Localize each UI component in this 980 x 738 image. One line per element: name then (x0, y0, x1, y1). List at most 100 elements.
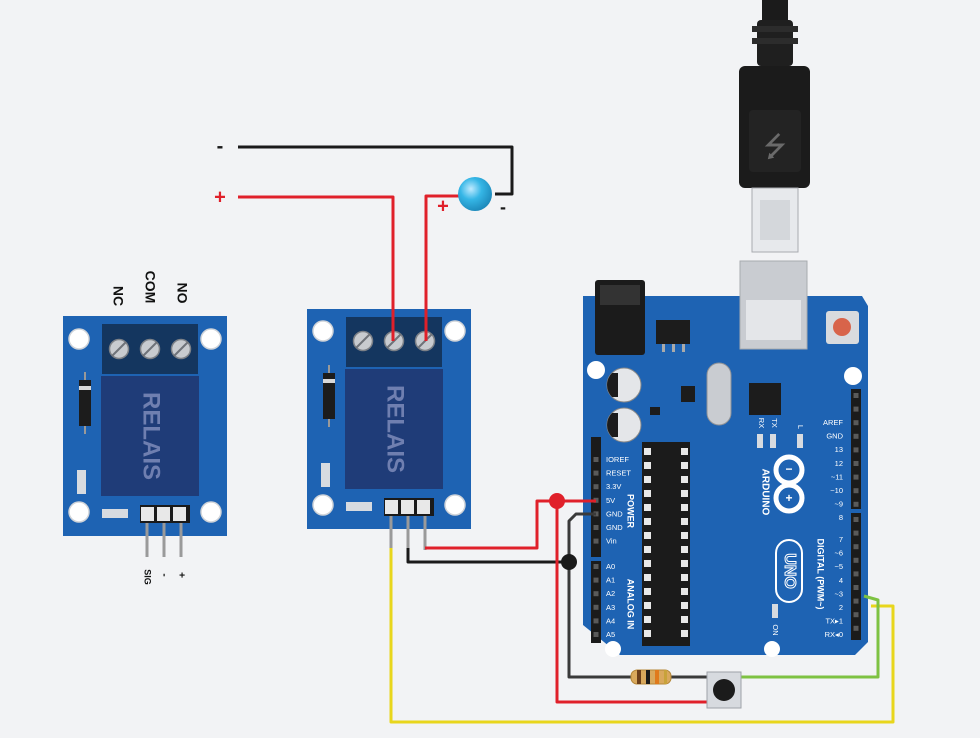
atmega-microcontroller (642, 442, 690, 646)
pin-label: IOREF (606, 455, 629, 464)
pin-label: GND (826, 432, 843, 441)
header-pin[interactable] (853, 420, 859, 426)
header-pin[interactable] (593, 618, 599, 624)
pin-label-minus: - (158, 573, 169, 576)
header-pin[interactable] (593, 577, 599, 583)
header-pin[interactable] (853, 447, 859, 453)
mount-hole (200, 328, 222, 350)
header-pin[interactable] (853, 488, 859, 494)
wires (238, 145, 895, 724)
wire-relay-gnd[interactable] (406, 548, 569, 564)
header-pin[interactable] (593, 484, 599, 490)
pin-label: 7 (839, 535, 843, 544)
wire-gnd-resistor[interactable] (567, 512, 707, 679)
header-pin[interactable] (853, 544, 859, 550)
push-button[interactable] (706, 671, 742, 709)
header-pin[interactable] (593, 604, 599, 610)
header-pin[interactable] (853, 501, 859, 507)
header-pin[interactable] (593, 591, 599, 597)
relay-body (101, 376, 199, 496)
pin-label-plus: + (175, 572, 186, 578)
header-pin[interactable] (853, 571, 859, 577)
mount-hole (312, 320, 334, 342)
smd-led (102, 509, 128, 518)
wire-led-positive[interactable] (424, 194, 464, 341)
supply-minus-label: - (217, 135, 224, 157)
header-pin[interactable] (853, 393, 859, 398)
arduino-uno-board[interactable]: RX TX L ON − + ARDUINO UNO POWER IOREFRE… (583, 260, 868, 657)
header-pin[interactable] (853, 461, 859, 466)
header-pin[interactable] (593, 457, 599, 462)
usb-symbol-icon: ⭍ (763, 130, 786, 163)
mount-hole (200, 501, 222, 523)
terminal-label-nc: NC (110, 286, 126, 306)
header-pin[interactable] (853, 433, 859, 439)
diode (323, 373, 335, 419)
pin-label: A5 (606, 630, 615, 639)
header-pin[interactable] (853, 557, 859, 563)
l-led-label: L (796, 425, 805, 429)
led-minus-label: - (500, 197, 506, 217)
led-body (458, 177, 492, 211)
header-pin[interactable] (853, 625, 859, 631)
mount-hole (764, 641, 780, 657)
header-pin[interactable] (593, 632, 599, 637)
wire-signal-d2[interactable] (389, 548, 895, 724)
header-pin[interactable] (853, 530, 859, 536)
chip-pins (644, 448, 688, 637)
on-led (772, 604, 778, 618)
header-pin[interactable] (593, 525, 599, 530)
diode (79, 380, 91, 426)
wire-5v-button[interactable] (555, 501, 707, 704)
tx-led (770, 434, 776, 448)
wire-relay-vcc[interactable] (425, 499, 596, 550)
pin-label: ~11 (831, 472, 843, 481)
header-pin[interactable] (853, 517, 859, 522)
mount-hole (844, 367, 862, 385)
mount-hole (605, 641, 621, 657)
analog-header-label: ANALOG IN (626, 579, 636, 630)
voltage-regulator (656, 320, 690, 344)
pin-label: A2 (606, 589, 615, 598)
smd-resistor (321, 463, 330, 487)
blue-led[interactable] (458, 177, 492, 211)
header-pin[interactable] (853, 585, 859, 590)
mount-hole (444, 494, 466, 516)
header-pin[interactable] (853, 598, 859, 604)
l-led (797, 434, 803, 448)
terminal-label-no: NO (174, 283, 190, 304)
power-header (591, 437, 601, 557)
wire-supply-negative[interactable] (238, 145, 514, 196)
rx-led (757, 434, 763, 448)
pin-label: ~6 (834, 549, 843, 558)
small-chip (681, 386, 695, 402)
terminal-label-com: COM (142, 271, 158, 304)
relay-label: RELAIS (138, 392, 165, 480)
junction-gnd (561, 554, 577, 570)
header-pin[interactable] (593, 538, 599, 544)
pin-label: A3 (606, 603, 615, 612)
led-plus-label: + (437, 195, 449, 217)
tx-led-label: TX (770, 418, 779, 428)
header-pin[interactable] (593, 564, 599, 569)
relay-module-right[interactable]: RELAIS (307, 309, 471, 550)
digital-header-bottom (851, 513, 861, 640)
usb-cable: ⭍ (739, 0, 810, 253)
header-pin[interactable] (593, 470, 599, 476)
pin-label: ~3 (834, 589, 843, 598)
pin-label: 5V (606, 496, 615, 505)
mount-hole (68, 501, 90, 523)
header-pin[interactable] (853, 612, 859, 618)
pin-label-sig: SIG (143, 569, 153, 585)
mount-hole (444, 320, 466, 342)
header-pin[interactable] (853, 474, 859, 480)
wire-supply-positive[interactable] (238, 195, 395, 341)
resistor[interactable] (630, 669, 672, 685)
header-pin[interactable] (853, 406, 859, 412)
relay-label: RELAIS (382, 385, 409, 473)
pin-label: GND (606, 523, 623, 532)
mount-hole (68, 328, 90, 350)
wire-button-d3[interactable] (741, 594, 880, 679)
relay-module-left[interactable]: RELAIS NC COM NO SIG - + (63, 271, 227, 585)
